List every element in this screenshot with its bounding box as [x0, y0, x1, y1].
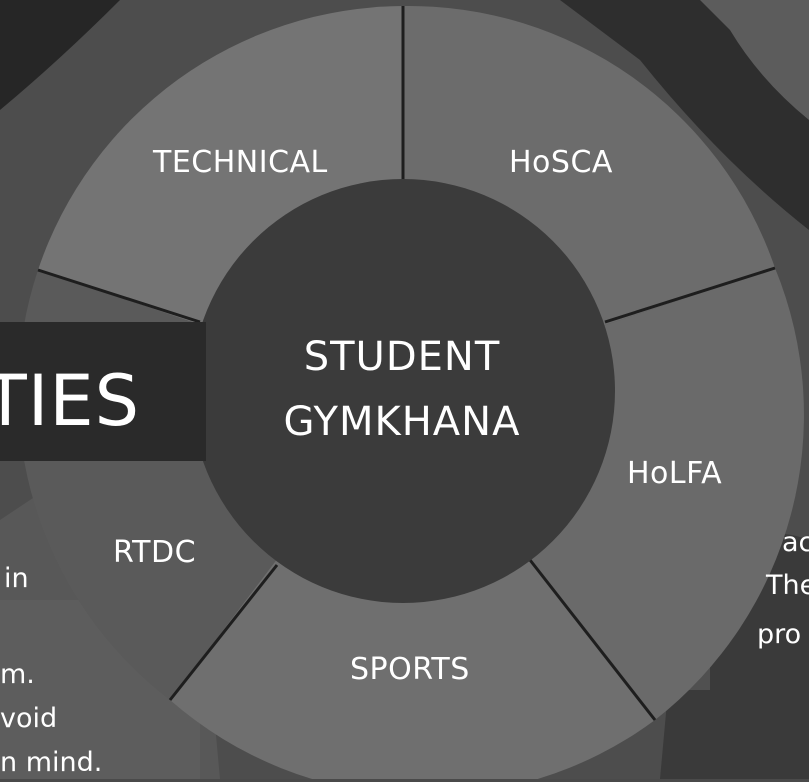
segment-label-sports[interactable]: SPORTS: [350, 652, 470, 687]
title-band: [0, 322, 206, 461]
center-title-line2: GYMKHANA: [283, 399, 521, 445]
left-text-line4: n mind.: [0, 747, 103, 778]
left-text-line3: void: [0, 703, 58, 734]
segment-label-rtdc[interactable]: RTDC: [113, 535, 197, 570]
right-text-line3: pro: [757, 619, 802, 650]
segment-label-technical[interactable]: TECHNICAL: [153, 145, 328, 180]
right-text-line1: ac: [782, 527, 809, 558]
segment-dividers: [37, 6, 776, 721]
segment-label-hosca[interactable]: HoSCA: [509, 145, 613, 180]
section-title-fragment: TIES: [0, 360, 141, 442]
left-text-line1: in: [4, 563, 29, 594]
left-text-line2: m.: [0, 659, 35, 690]
center-circle: [191, 179, 615, 603]
center-title-line1: STUDENT: [303, 334, 501, 380]
right-text-line2: The: [766, 570, 809, 601]
segment-label-holfa[interactable]: HoLFA: [627, 456, 723, 491]
